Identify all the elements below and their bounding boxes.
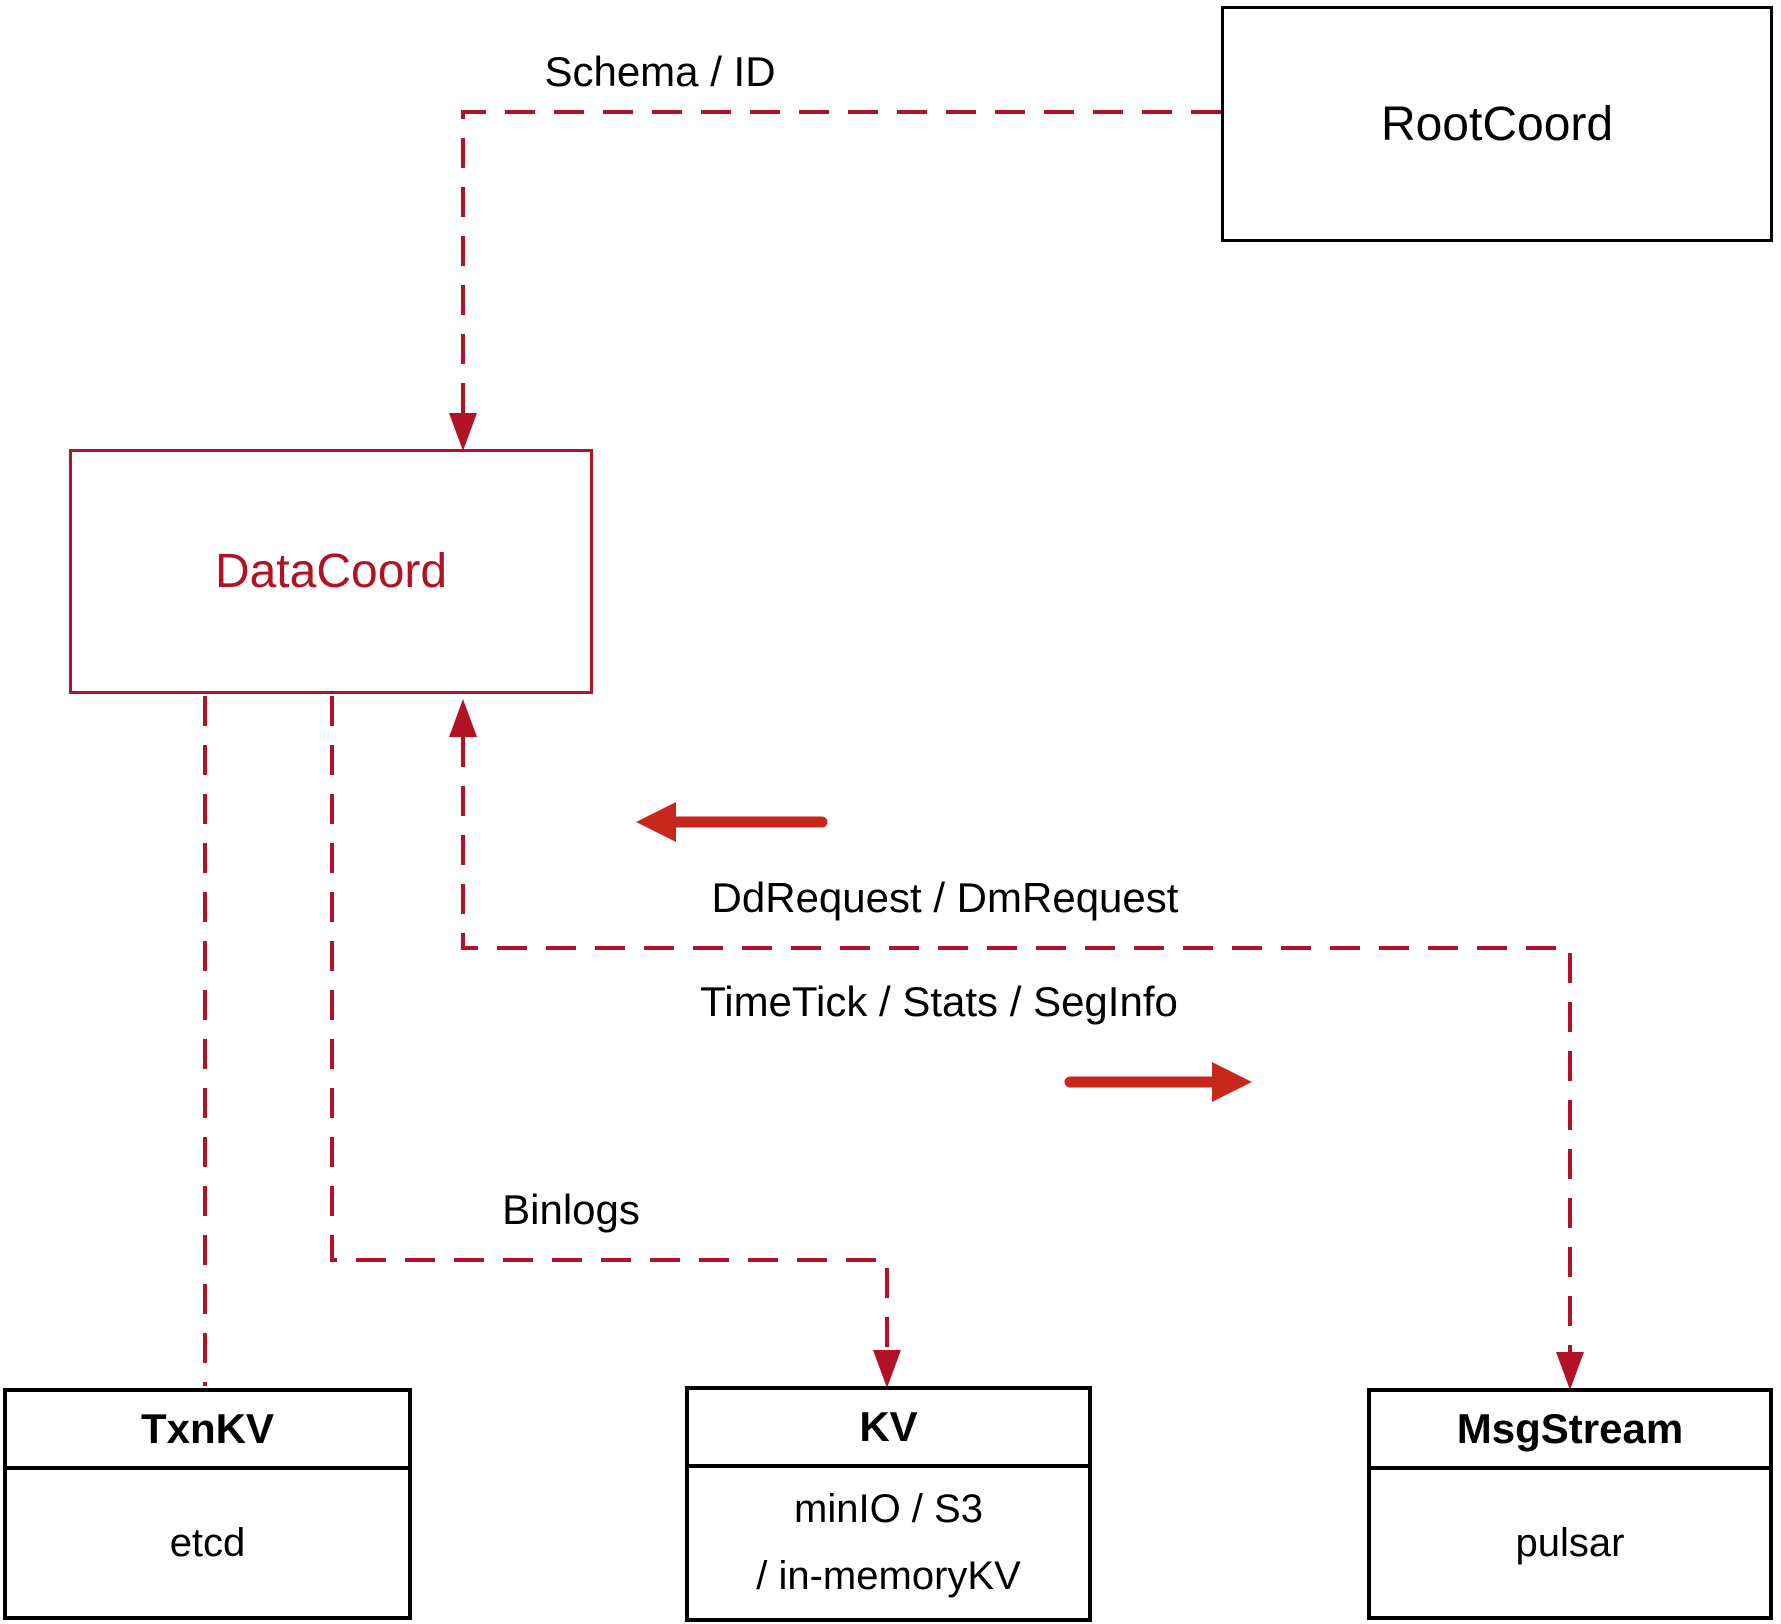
edge-label-timetick-stats-seginfo: TimeTick / Stats / SegInfo [700,978,1178,1025]
edge-label-schema-id: Schema / ID [544,48,776,95]
node-kv-body-line2: / in-memoryKV [756,1554,1021,1598]
node-txnkv-title: TxnKV [7,1392,408,1470]
node-kv-title: KV [689,1390,1088,1468]
node-kv: KV minIO / S3 / in-memoryKV [685,1386,1092,1622]
arrowhead-into-datacoord-bottom [449,699,477,737]
node-msgstream: MsgStream pulsar [1367,1388,1773,1620]
node-datacoord-label: DataCoord [214,545,448,598]
arrowhead-into-kv-top [873,1350,901,1388]
node-rootcoord-label: RootCoord [1380,97,1614,151]
node-txnkv: TxnKV etcd [3,1388,412,1620]
edge-label-ddrequest-dmrequest: DdRequest / DmRequest [711,874,1179,921]
arrowhead-into-msgstream-top [1556,1352,1584,1390]
edge-label-binlogs: Binlogs [502,1186,640,1233]
solid-right-arrow-head [1212,1062,1252,1102]
node-msgstream-body: pulsar [1515,1520,1625,1565]
node-msgstream-title: MsgStream [1371,1392,1769,1470]
arrowhead-into-datacoord-top [449,413,477,451]
node-rootcoord: RootCoord [1221,6,1773,242]
edge-datacoord-to-kv-binlogs [330,696,889,1350]
edge-bus-to-datacoord [461,737,1572,1352]
node-kv-body: minIO / S3 / in-memoryKV [689,1468,1088,1618]
edge-rootcoord-to-datacoord [461,110,1221,413]
solid-left-arrow-head [636,802,676,842]
node-txnkv-body: etcd [169,1520,246,1565]
node-datacoord: DataCoord [69,449,593,694]
node-kv-body-line1: minIO / S3 [794,1487,983,1531]
